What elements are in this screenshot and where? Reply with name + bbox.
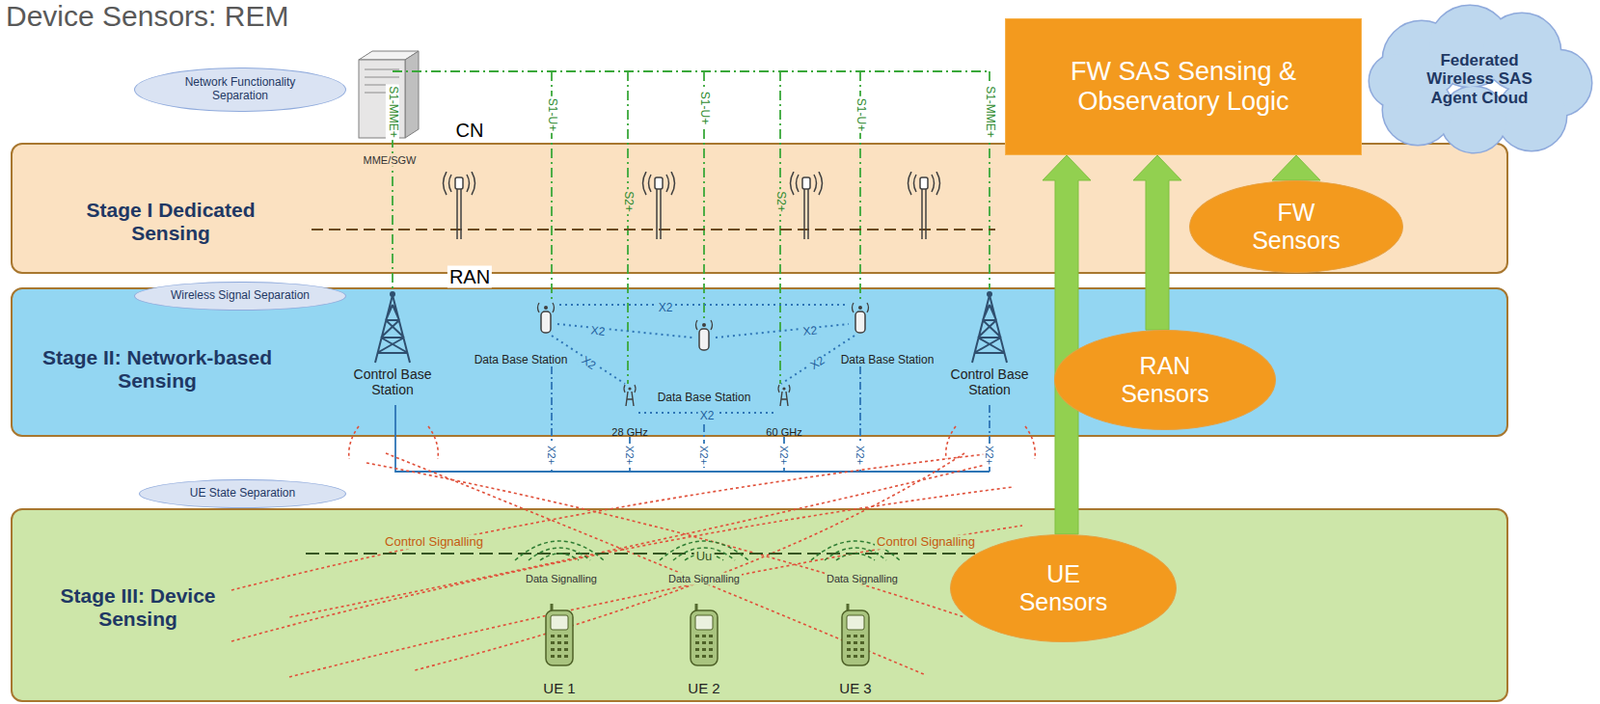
- interface-label: S1-U+: [697, 89, 711, 127]
- station-label: Data Base Station: [839, 353, 937, 368]
- interface-label: X2+: [778, 443, 791, 467]
- signalling-label: Control Signalling: [382, 535, 486, 550]
- interface-label: X2+: [623, 443, 637, 467]
- station-label: Data Base Station: [472, 353, 570, 368]
- component-label: CN: [454, 119, 487, 142]
- signalling-label: Data Signalling: [824, 572, 900, 586]
- device-label: UE 1: [541, 679, 577, 697]
- sensor-ellipse: UE Sensors: [949, 534, 1177, 643]
- component-label: MME/SGW: [361, 154, 419, 167]
- stage-title: Stage II: Network-based Sensing: [36, 346, 278, 393]
- interface-label: S1-U+: [853, 96, 868, 134]
- cloud-shape: Federated Wireless SAS Agent Cloud: [1361, 3, 1598, 155]
- interface-label: X2+: [698, 443, 711, 467]
- node-text: UE State Separation: [189, 487, 296, 501]
- logic-box: FW SAS Sensing & Observatory Logic: [1004, 18, 1362, 156]
- interface-label: S1-MME+: [982, 83, 997, 140]
- cloud-fill: [1369, 5, 1592, 153]
- station-label: Control Base Station: [947, 366, 1032, 398]
- separation-ellipse: Network Functionality Separation: [134, 67, 346, 112]
- station-label: Control Base Station: [350, 366, 435, 398]
- sensor-ellipse: FW Sensors: [1189, 180, 1404, 273]
- cloud-lobe: [1369, 54, 1424, 109]
- interface-label: S1-MME+: [385, 83, 400, 140]
- cloud-lobe: [1369, 54, 1424, 109]
- node-text: FW SAS Sensing & Observatory Logic: [1029, 56, 1338, 117]
- signalling-label: Data Signalling: [666, 572, 742, 586]
- signalling-label: Control Signalling: [874, 535, 977, 550]
- interface-label: X2: [656, 301, 676, 316]
- node-text: Federated Wireless SAS Agent Cloud: [1416, 51, 1543, 109]
- node-text: RAN Sensors: [1107, 352, 1223, 408]
- interface-label: X2: [588, 324, 608, 340]
- interface-label: X2: [800, 324, 820, 340]
- interface-label: S2+: [773, 189, 787, 215]
- separation-ellipse: Wireless Signal Separation: [134, 281, 347, 311]
- interface-label: S2+: [621, 189, 635, 215]
- stage-band: Stage I Dedicated Sensing FW Sensors: [10, 142, 1509, 274]
- stage-title: Stage III: Device Sensing: [58, 584, 218, 631]
- interface-label: S1-U+: [544, 96, 559, 134]
- node-text: FW Sensors: [1243, 198, 1350, 255]
- frequency-label: 28 GHz: [609, 426, 650, 439]
- device-label: UE 3: [837, 679, 873, 697]
- interface-label: X2+: [854, 443, 868, 467]
- cloud-rim: [1369, 5, 1592, 153]
- node-text: Network Functionality Separation: [172, 76, 308, 104]
- interface-label: X2+: [983, 443, 997, 467]
- separation-ellipse: UE State Separation: [138, 479, 347, 509]
- station-label: Data Base Station: [655, 391, 754, 406]
- page-title: Device Sensors: REM: [5, 0, 289, 34]
- stage-band: Stage III: Device Sensing UE Sensors: [10, 508, 1509, 703]
- device-label: UE 2: [685, 679, 722, 697]
- signalling-label: Data Signalling: [523, 572, 599, 586]
- node-text: Wireless Signal Separation: [170, 289, 310, 303]
- component-label: RAN: [447, 266, 492, 289]
- title-holder: Device Sensors: REM: [5, 0, 289, 34]
- sensor-ellipse: RAN Sensors: [1054, 329, 1276, 431]
- node-text: UE Sensors: [1005, 560, 1122, 617]
- frequency-label: 60 GHz: [763, 426, 804, 439]
- interface-label: Uu: [694, 549, 715, 565]
- interface-label: X2+: [545, 443, 559, 467]
- stage-title: Stage I Dedicated Sensing: [74, 198, 268, 245]
- interface-label: X2: [698, 409, 717, 424]
